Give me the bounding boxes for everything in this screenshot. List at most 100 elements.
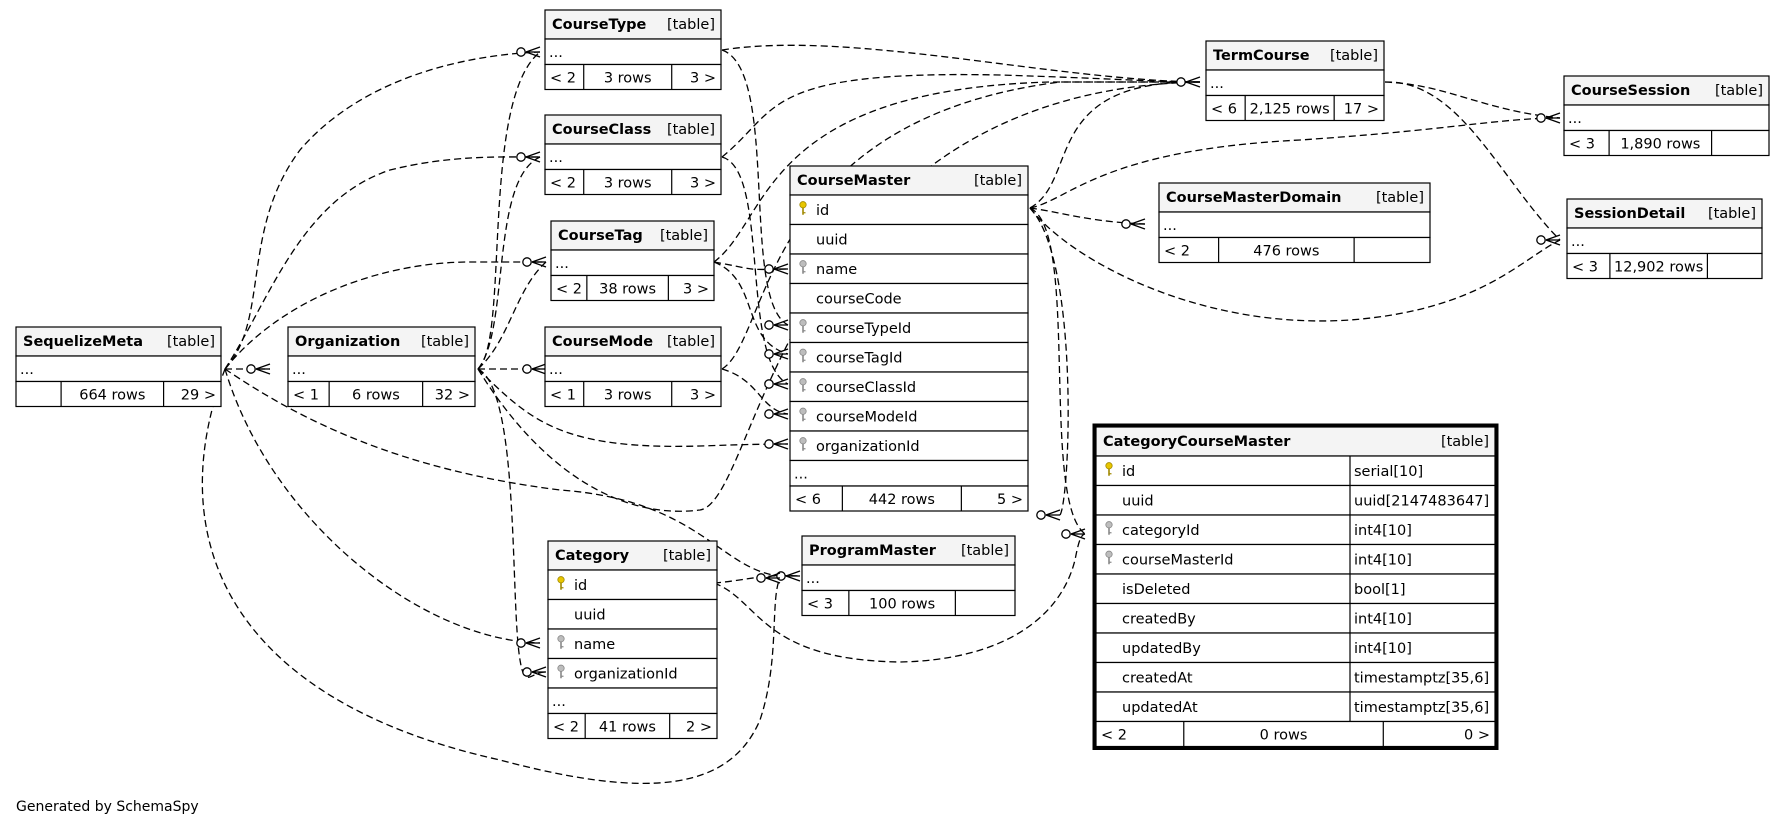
row-count: 6 rows <box>352 388 400 404</box>
crows-foot-marker <box>1176 76 1201 88</box>
children-count[interactable]: 32 > <box>435 388 470 404</box>
rel-line <box>713 261 789 355</box>
foreign-key-icon <box>799 319 807 333</box>
crows-foot-marker <box>764 408 789 420</box>
column-type: int4[10] <box>1354 553 1412 569</box>
children-count[interactable]: 3 > <box>683 282 709 298</box>
column-type: serial[10] <box>1354 464 1423 480</box>
crows-foot-marker <box>1036 509 1061 521</box>
table-type-label: [table] <box>1441 434 1489 450</box>
rel-line <box>224 51 541 370</box>
foreign-key-icon <box>799 260 807 274</box>
children-count[interactable]: 3 > <box>690 176 716 192</box>
rel-line <box>1029 207 1069 516</box>
children-count[interactable]: 5 > <box>997 492 1023 508</box>
parents-count[interactable]: < 3 <box>807 597 833 613</box>
more-columns-ellipsis: ... <box>1163 218 1177 234</box>
column-name: createdBy <box>1122 612 1196 628</box>
parents-count[interactable]: < 1 <box>550 388 576 404</box>
rel-line <box>721 368 789 415</box>
column-name: uuid <box>574 608 606 624</box>
column-name: updatedBy <box>1122 641 1201 657</box>
table-name: CategoryCourseMaster <box>1103 434 1291 450</box>
children-count[interactable]: 2 > <box>686 720 712 736</box>
column-name: id <box>816 203 829 219</box>
foreign-key-icon <box>799 348 807 363</box>
children-count[interactable]: 3 > <box>690 388 716 404</box>
column-name: id <box>574 578 587 594</box>
table-Category[interactable]: Category[table]iduuidnameorganizationId.… <box>547 540 718 740</box>
parents-count[interactable]: < 2 <box>550 71 576 87</box>
parents-count[interactable]: < 2 <box>1164 244 1190 260</box>
rel-line <box>1384 81 1561 241</box>
foreign-key-icon <box>1105 521 1113 535</box>
rel-line <box>477 368 789 448</box>
table-CourseMaster[interactable]: CourseMaster[table]iduuidnamecourseCodec… <box>789 165 1029 512</box>
parents-count[interactable]: < 1 <box>293 388 319 404</box>
column-name: organizationId <box>574 667 678 683</box>
table-name: CourseMaster <box>797 173 911 189</box>
column-name: courseTagId <box>816 351 903 367</box>
column-type: timestamptz[35,6] <box>1354 671 1489 687</box>
rel-line <box>224 368 541 644</box>
foreign-key-icon <box>557 664 565 679</box>
children-count[interactable]: 17 > <box>1344 102 1379 118</box>
rel-line <box>477 81 1201 512</box>
table-type-label: [table] <box>1715 83 1763 99</box>
children-count[interactable]: 29 > <box>181 388 216 404</box>
column-name: courseModeId <box>816 410 917 426</box>
children-count[interactable]: 3 > <box>690 71 716 87</box>
table-name: Organization <box>295 334 400 350</box>
crows-foot-marker <box>764 438 789 450</box>
crows-foot-marker <box>756 572 781 584</box>
more-columns-ellipsis: ... <box>552 694 566 710</box>
crows-foot-marker <box>764 319 789 331</box>
generated-by-footer: Generated by SchemaSpy <box>16 799 199 815</box>
foreign-key-icon <box>799 378 807 392</box>
rel-line <box>477 156 541 370</box>
more-columns-ellipsis: ... <box>549 45 563 61</box>
crows-foot-marker <box>522 256 547 268</box>
table-name: Category <box>555 548 630 564</box>
relationship-lines <box>201 44 1561 785</box>
parents-count[interactable]: < 3 <box>1569 137 1595 153</box>
table-type-label: [table] <box>974 173 1022 189</box>
row-count: 38 rows <box>599 282 656 298</box>
parents-count[interactable]: < 2 <box>556 282 582 298</box>
table-type-label: [table] <box>1376 190 1424 206</box>
table-name: CourseType <box>552 17 647 33</box>
parents-count[interactable]: < 2 <box>1101 728 1127 744</box>
rel-line <box>224 156 541 370</box>
parents-count[interactable]: < 2 <box>553 720 579 736</box>
parents-count[interactable]: < 6 <box>1211 102 1237 118</box>
column-type: int4[10] <box>1354 523 1412 539</box>
crows-foot-marker <box>1061 528 1086 540</box>
parents-count[interactable]: < 6 <box>795 492 821 508</box>
parents-count[interactable]: < 3 <box>1572 260 1598 276</box>
table-type-label: [table] <box>1330 48 1378 64</box>
more-columns-ellipsis: ... <box>20 362 34 378</box>
rel-line <box>713 81 1200 263</box>
foreign-key-icon <box>1105 550 1113 565</box>
column-name: categoryId <box>1122 523 1200 539</box>
more-columns-ellipsis: ... <box>1568 111 1582 127</box>
parents-count[interactable]: < 2 <box>550 176 576 192</box>
column-type: uuid[2147483647] <box>1354 494 1489 510</box>
children-count[interactable]: 0 > <box>1464 728 1490 744</box>
crows-foot-marker <box>516 151 541 163</box>
more-columns-ellipsis: ... <box>555 256 569 272</box>
column-name: name <box>816 262 857 278</box>
rel-line <box>1029 81 1201 209</box>
